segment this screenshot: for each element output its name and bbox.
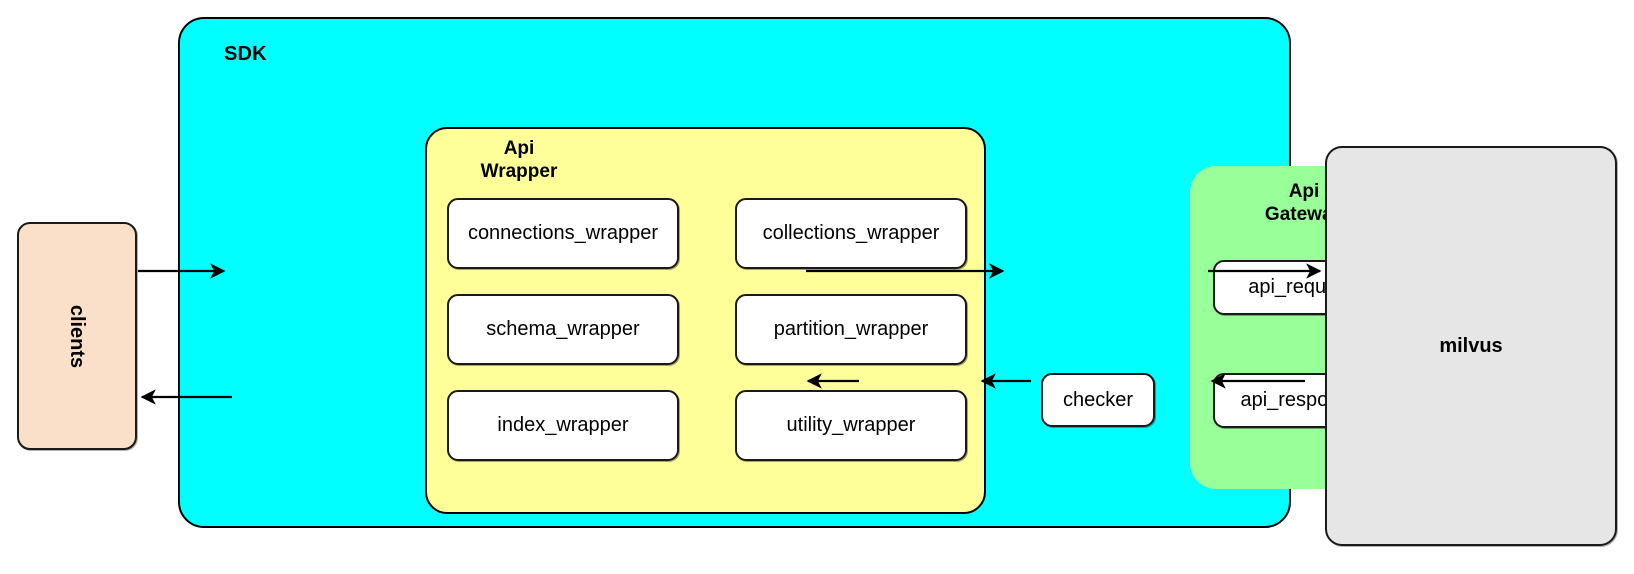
api-wrapper-label-line1: Api [503, 138, 535, 159]
clients-label: clients [66, 304, 89, 368]
wrapper-cell-utility[interactable]: utility_wrapper [735, 390, 967, 461]
wrapper-cell-collections[interactable]: collections_wrapper [735, 198, 967, 269]
wrapper-cell-schema[interactable]: schema_wrapper [447, 294, 679, 365]
sdk-container[interactable]: SDK Api Wrapper connections_wrapper coll… [178, 17, 1418, 528]
api-wrapper-container[interactable]: Api Wrapper connections_wrapper collecti… [425, 127, 986, 514]
wrapper-cell-partition[interactable]: partition_wrapper [735, 294, 967, 365]
api-gateway-label-line1: Api [1288, 181, 1320, 202]
api-gateway-label-line2: Gateway [1264, 204, 1344, 226]
wrapper-cell-index[interactable]: index_wrapper [447, 390, 679, 461]
api-gateway-label: Api Gateway [1190, 180, 1418, 226]
milvus-node[interactable]: milvus [1325, 146, 1617, 546]
sdk-label: SDK [224, 43, 267, 65]
api-wrapper-label: Api Wrapper [443, 138, 595, 184]
checker-node[interactable]: checker [1041, 373, 1155, 427]
wrapper-cell-connections[interactable]: connections_wrapper [447, 198, 679, 269]
clients-node[interactable]: clients [17, 222, 137, 450]
api-wrapper-label-line2: Wrapper [480, 160, 558, 182]
